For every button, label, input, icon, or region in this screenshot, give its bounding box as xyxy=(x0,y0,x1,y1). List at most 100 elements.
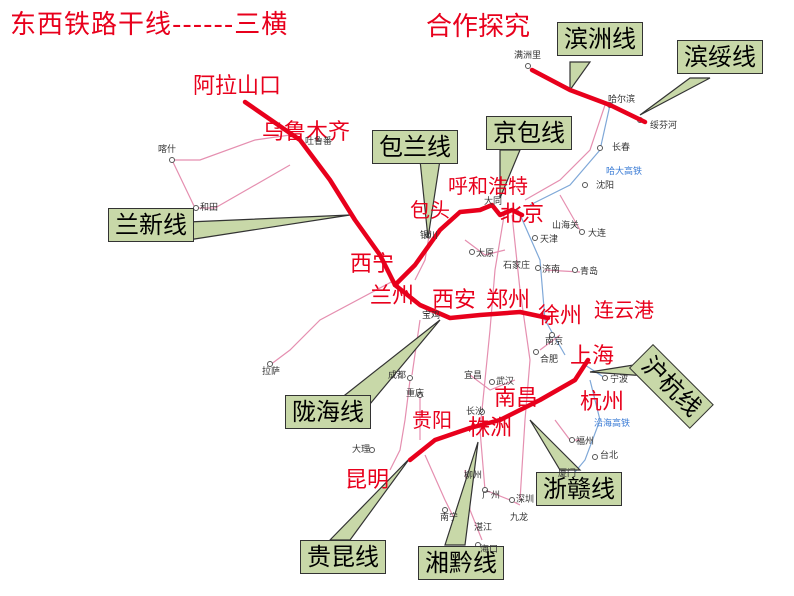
dot-dali xyxy=(369,447,375,453)
city-lanzhou: 兰州 xyxy=(370,284,415,309)
city-changsha: 长沙 xyxy=(466,407,485,417)
dot-chengdu xyxy=(407,375,413,381)
city-tianjin: 天津 xyxy=(540,235,559,245)
city-fuzhou: 福州 xyxy=(576,437,595,447)
trunk-longhai xyxy=(392,282,551,321)
pointer-zhegan xyxy=(529,419,582,471)
city-nanchang: 南昌 xyxy=(494,386,539,411)
rail-taiyuan xyxy=(464,239,506,256)
city-nanning: 南宁 xyxy=(440,513,459,523)
city-wuhan: 武汉 xyxy=(496,377,515,387)
rail-kashgar-hotan xyxy=(171,159,215,209)
city-shenzhen: 深圳 xyxy=(516,495,535,505)
callout-lanxin-line: 兰新线 xyxy=(108,208,194,243)
dot-ningbo xyxy=(602,375,608,381)
callout-pointers xyxy=(187,61,711,546)
city-kunming: 昆明 xyxy=(345,468,390,493)
rail-west-kashgar xyxy=(172,134,291,161)
city-qingdao: 青岛 xyxy=(580,267,599,277)
city-ningbo: 宁波 xyxy=(610,375,629,385)
callout-baolan-line: 包兰线 xyxy=(372,130,458,165)
city-zhengzhou: 郑州 xyxy=(486,288,531,313)
city-urumqi: 乌鲁木齐 xyxy=(262,120,351,145)
city-guiyang: 贵阳 xyxy=(412,408,452,432)
dot-jinan xyxy=(535,265,541,271)
city-baotou: 包头 xyxy=(410,198,450,222)
city-shenyang: 沈阳 xyxy=(596,181,615,191)
dot-nanning xyxy=(442,507,448,513)
dot-fuzhou xyxy=(569,437,575,443)
pointer-binsui xyxy=(639,77,711,116)
page-subtitle: 合作探究 xyxy=(426,12,531,42)
dot-dalian xyxy=(579,229,585,235)
dot-chongqing xyxy=(417,392,423,398)
callout-zhegan-line: 浙赣线 xyxy=(536,472,622,507)
city-shanhaiguan: 山海关 xyxy=(552,221,580,231)
label-yinhai-rail: 沿海高铁 xyxy=(594,419,631,429)
city-nanjing: 南京 xyxy=(545,337,564,347)
dot-taibei xyxy=(592,454,598,460)
city-liuzhou: 柳州 xyxy=(464,471,483,481)
city-harbin: 哈尔滨 xyxy=(608,95,636,105)
dot-qingdao xyxy=(572,267,578,273)
rail-dalian xyxy=(559,194,581,231)
dot-nanjing xyxy=(549,332,555,338)
city-hotan: 和田 xyxy=(200,203,219,213)
trunk-lanxin xyxy=(242,99,398,288)
city-xining: 西宁 xyxy=(350,252,395,277)
city-jinan: 济南 xyxy=(542,265,561,275)
city-beijing: 北京 xyxy=(500,202,545,227)
city-hangzhou: 杭州 xyxy=(580,390,625,415)
rail-hefei xyxy=(539,334,561,351)
city-lhasa: 拉萨 xyxy=(262,367,281,377)
callout-longhai-line: 陇海线 xyxy=(285,395,371,430)
dot-shenzhen xyxy=(509,497,515,503)
city-hefei: 合肥 xyxy=(540,355,559,365)
pointer-lanxin xyxy=(187,214,351,241)
rail-yinchuan xyxy=(414,229,431,281)
callout-xiangqian-line: 湘黔线 xyxy=(418,546,504,581)
city-guangzhou: 广州 xyxy=(482,491,501,501)
city-manzhouli: 满洲里 xyxy=(514,51,542,61)
rail-nanning xyxy=(424,454,456,521)
city-shijiazhuang: 石家庄 xyxy=(503,261,531,271)
trunk-baolan-jingbao xyxy=(392,202,525,288)
rail-qinghai-tibet xyxy=(269,279,396,366)
dot-guangzhou xyxy=(482,487,488,493)
city-zhuzhou: 株洲 xyxy=(468,416,513,441)
city-yichang: 宜昌 xyxy=(464,371,483,381)
city-changchun: 长春 xyxy=(612,143,631,153)
city-dalian: 大连 xyxy=(588,229,607,239)
trunk-lines xyxy=(242,67,648,463)
background-rail-network xyxy=(171,104,611,541)
city-xuzhou: 徐州 xyxy=(538,304,583,329)
trunk-binzhou-binsui xyxy=(529,67,648,125)
callout-jingbao-line: 京包线 xyxy=(486,116,572,151)
city-xian: 西安 xyxy=(432,288,477,313)
city-turpan: 吐鲁番 xyxy=(305,137,333,147)
rail-hotan-link xyxy=(214,164,291,209)
rail-jingjiu xyxy=(511,214,531,501)
city-lianyungang: 连云港 xyxy=(594,298,654,322)
page-title: 东西铁路干线------三横 xyxy=(10,10,289,40)
pointer-xiangqian xyxy=(444,441,479,546)
city-kashgar: 喀什 xyxy=(158,145,177,155)
city-zhanjiang: 湛江 xyxy=(474,523,493,533)
city-haikou: 海口 xyxy=(480,545,499,555)
label-hada-rail: 哈大高铁 xyxy=(606,167,643,177)
city-hohhot: 呼和浩特 xyxy=(448,174,528,198)
trunk-huhang-zhegan-guikun xyxy=(407,357,591,463)
dot-hefei xyxy=(533,349,539,355)
city-jiulong: 九龙 xyxy=(510,513,529,523)
city-taibei: 台北 xyxy=(600,451,619,461)
city-datong: 大同 xyxy=(484,197,503,207)
dot-shenyang xyxy=(582,182,588,188)
callout-guikun-line: 贵昆线 xyxy=(300,540,386,575)
rail-hada xyxy=(529,104,611,206)
city-baoji: 宝鸡 xyxy=(422,311,441,321)
city-dali: 大理 xyxy=(352,445,371,455)
dot-taiyuan xyxy=(469,249,475,255)
city-taiyuan: 太原 xyxy=(476,249,495,259)
